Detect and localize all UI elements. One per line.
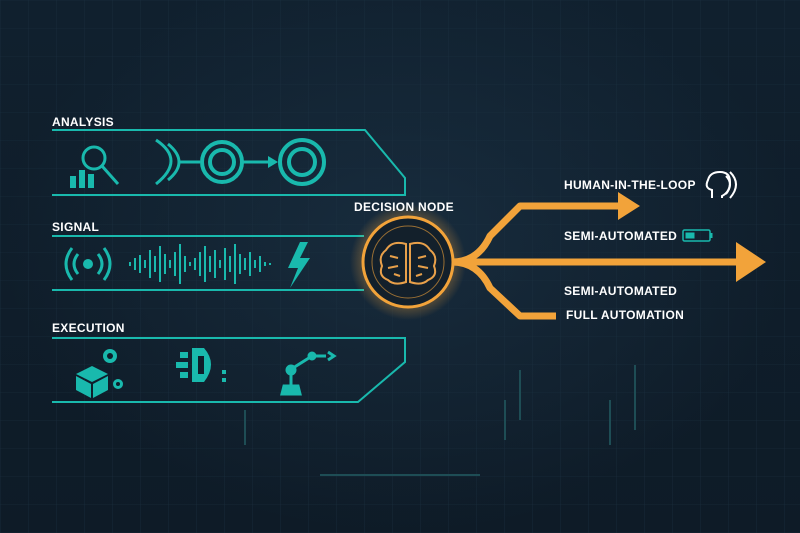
output-arrows — [451, 202, 738, 320]
arrow-head-main — [736, 242, 766, 282]
execution-panel — [52, 337, 406, 403]
output-label-human-in-the-loop: HUMAN-IN-THE-LOOP — [564, 178, 696, 192]
arrow-head-top — [618, 192, 640, 220]
analysis-panel — [52, 129, 406, 196]
output-label-semi-automated-upper: SEMI-AUTOMATED — [564, 229, 678, 243]
signal-panel — [52, 235, 364, 291]
output-label-semi-automated-lower: SEMI-AUTOMATED — [564, 284, 678, 298]
gears-box-icon — [76, 349, 123, 398]
magnifier-chart-icon — [70, 145, 120, 188]
robot-head-icon — [176, 348, 226, 382]
broadcast-icon — [64, 247, 112, 281]
robot-arm-icon — [280, 350, 337, 396]
lightning-icon — [288, 242, 310, 288]
battery-icon — [682, 229, 713, 242]
decorative-lines — [244, 365, 636, 476]
output-label-full-automation: FULL AUTOMATION — [566, 308, 685, 322]
section-label-signal: SIGNAL — [52, 220, 100, 234]
decision-node-label: DECISION NODE — [354, 200, 454, 214]
ring-flow-icon — [155, 138, 326, 186]
brain-icon — [379, 241, 437, 285]
section-label-analysis: ANALYSIS — [52, 115, 114, 129]
human-head-icon — [705, 170, 737, 199]
waveform-icon — [129, 244, 271, 284]
section-label-execution: EXECUTION — [52, 321, 125, 335]
decision-node — [350, 204, 466, 320]
